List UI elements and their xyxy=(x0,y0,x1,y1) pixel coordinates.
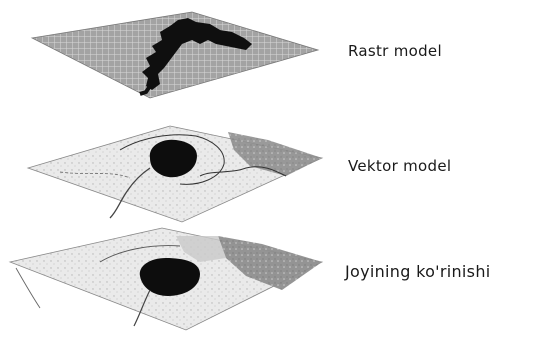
label-vector-model: Vektor model xyxy=(348,157,451,175)
raster-layer xyxy=(32,12,318,98)
label-combined-view: Joyining ko'rinishi xyxy=(345,262,491,281)
combined-edge-line xyxy=(16,268,40,308)
vector-layer xyxy=(28,126,322,222)
combined-layer xyxy=(10,228,322,330)
label-raster-model: Rastr model xyxy=(348,42,442,60)
